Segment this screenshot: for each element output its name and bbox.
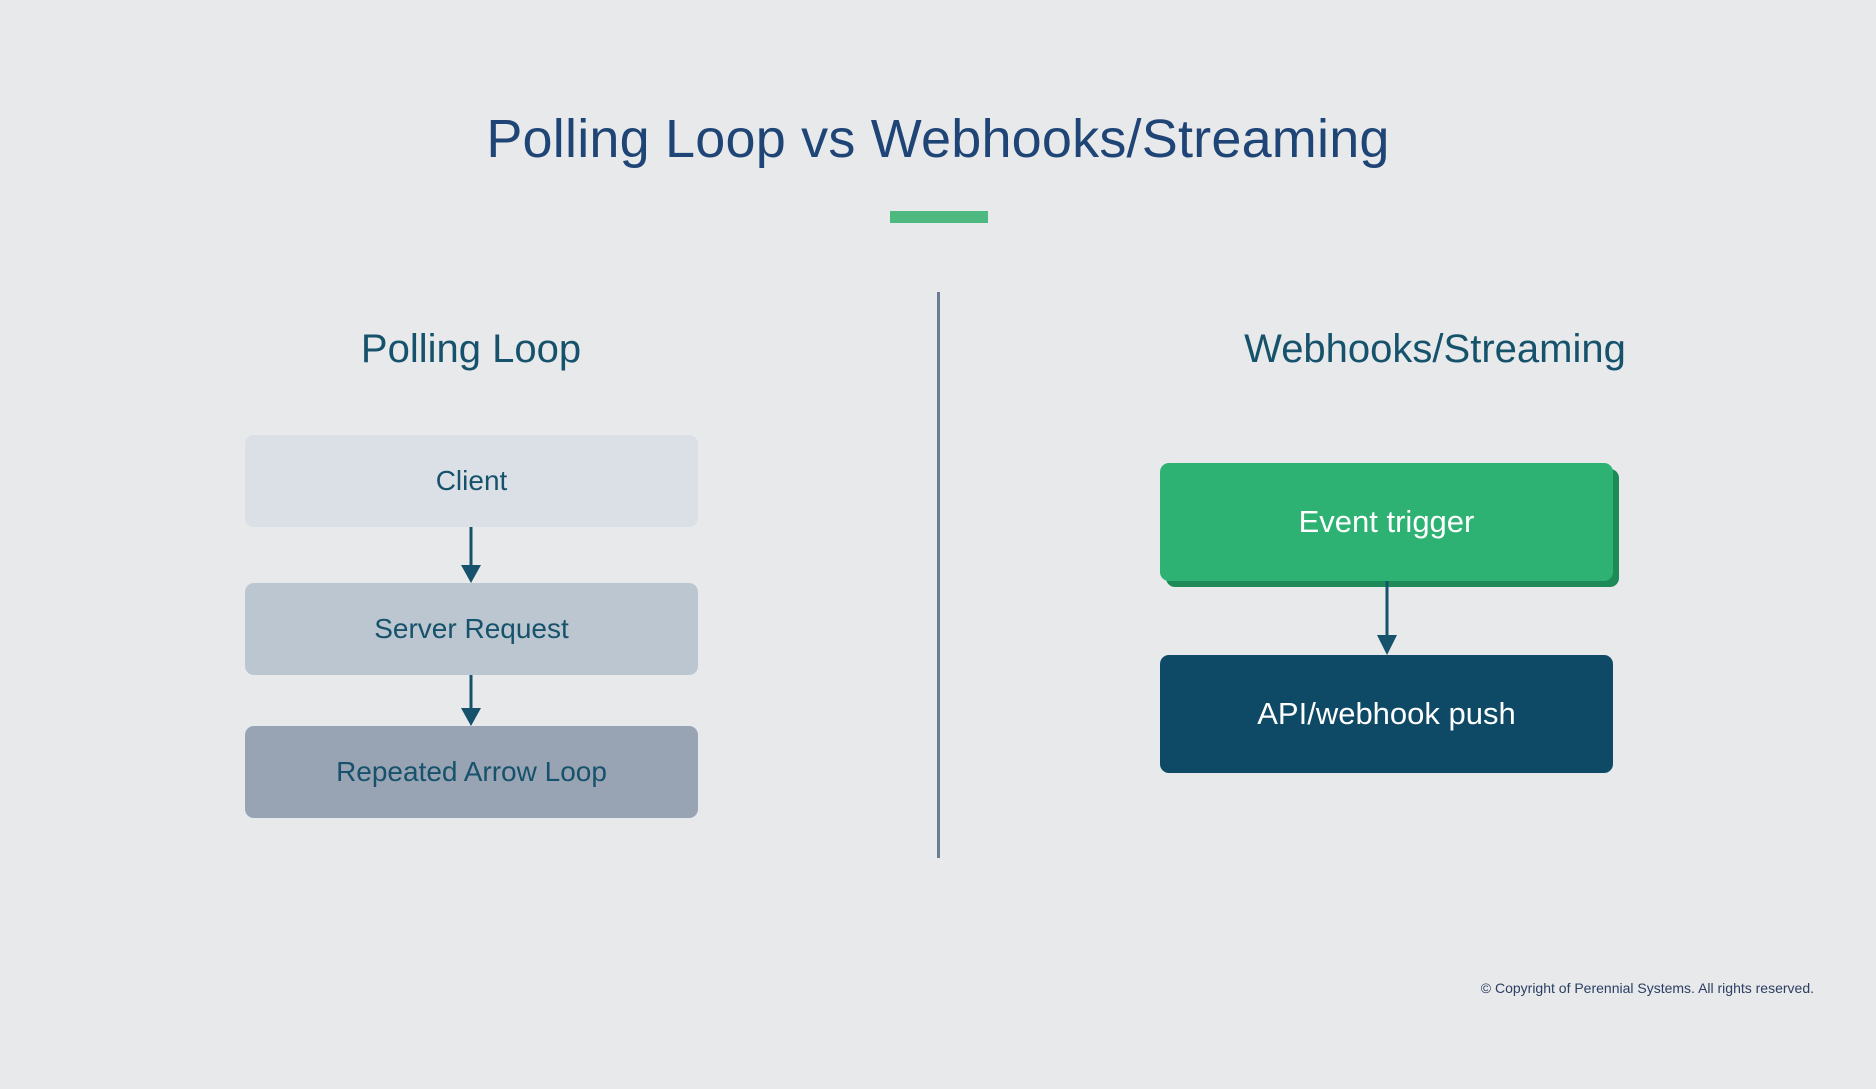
arrow-event-to-push (1377, 581, 1397, 655)
page-title: Polling Loop vs Webhooks/Streaming (486, 109, 1390, 169)
arrow-client-to-server (461, 527, 481, 583)
node-api-webhook-push-label: API/webhook push (1257, 696, 1516, 732)
node-server-request[interactable]: Server Request (245, 583, 698, 675)
title-accent-bar (890, 211, 988, 223)
node-event-trigger[interactable]: Event trigger (1160, 463, 1613, 581)
arrow-server-to-loop (461, 675, 481, 726)
node-client[interactable]: Client (245, 435, 698, 527)
node-api-webhook-push[interactable]: API/webhook push (1160, 655, 1613, 773)
column-divider (937, 292, 940, 858)
node-repeated-arrow-loop-label: Repeated Arrow Loop (336, 756, 607, 788)
node-repeated-arrow-loop[interactable]: Repeated Arrow Loop (245, 726, 698, 818)
node-server-request-label: Server Request (374, 613, 569, 645)
column-heading-polling-loop: Polling Loop (360, 327, 582, 371)
column-heading-webhooks-streaming: Webhooks/Streaming (1244, 327, 1626, 371)
node-client-label: Client (435, 465, 508, 497)
node-event-trigger-label: Event trigger (1298, 504, 1475, 540)
copyright-footer: © Copyright of Perennial Systems. All ri… (1480, 980, 1814, 996)
